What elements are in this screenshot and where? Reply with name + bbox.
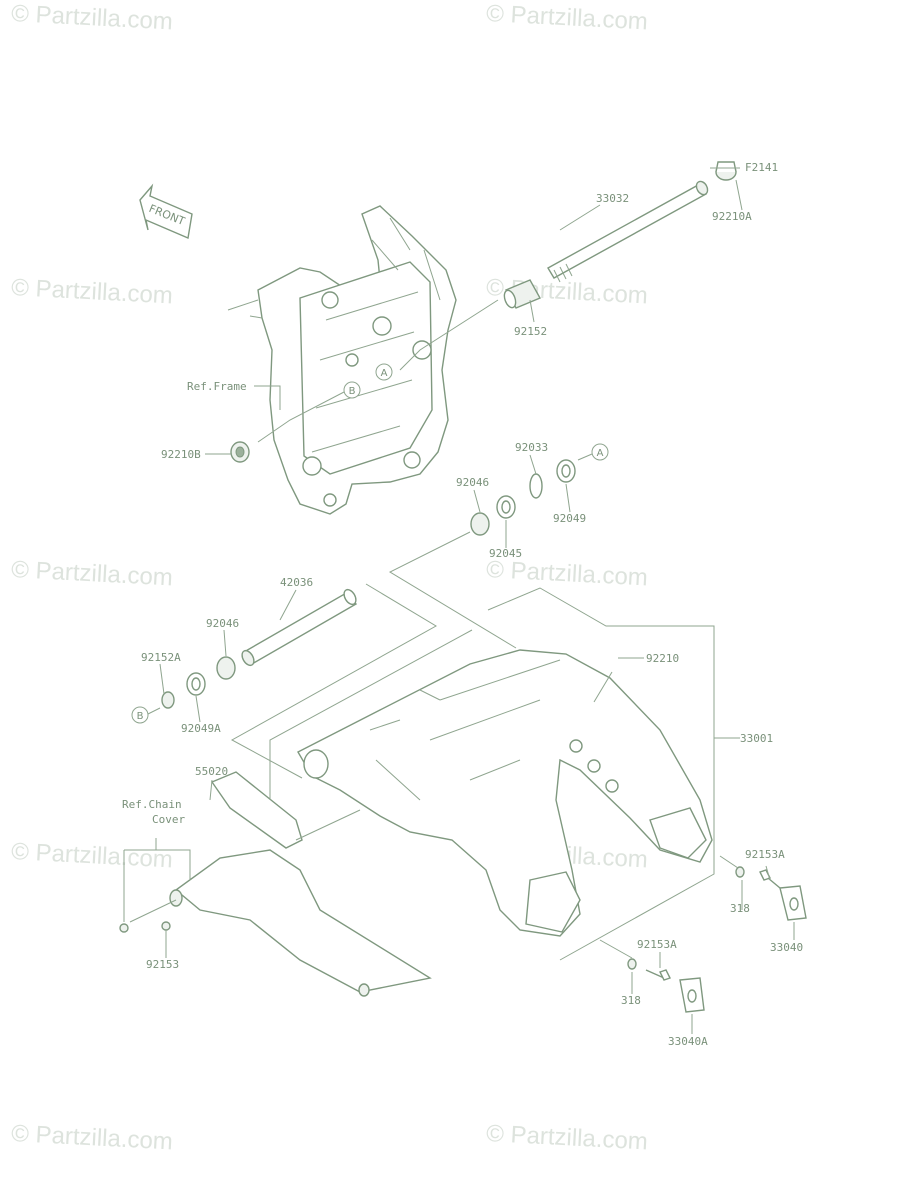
part-label-55020: 55020 — [195, 765, 228, 778]
bearing-group-upper — [470, 459, 576, 536]
part-label-92049A: 92049A — [181, 722, 221, 735]
part-label-92152A: 92152A — [141, 651, 181, 664]
leader-lines — [123, 167, 795, 1034]
part-label-33032: 33032 — [596, 192, 629, 205]
part-label-33001: 33001 — [740, 732, 773, 745]
bearing-group-lower — [161, 656, 236, 709]
part-label-92046: 92046 — [206, 617, 239, 630]
bolts — [119, 866, 807, 1013]
part-label-92210A: 92210A — [712, 210, 752, 223]
ref-chain-cover-label-1: Ref.Chain — [122, 798, 182, 811]
part-label-92210: 92210 — [646, 652, 679, 665]
front-arrow-icon: FRONT — [139, 183, 193, 239]
svg-text:A: A — [381, 368, 388, 379]
part-label-318-2: 318 — [621, 994, 641, 1007]
part-label-92152: 92152 — [514, 325, 547, 338]
svg-text:B: B — [137, 711, 144, 722]
part-label-92153A-1: 92153A — [745, 848, 785, 861]
part-label-42036: 42036 — [280, 576, 313, 589]
marker-b-frame: B — [343, 381, 361, 399]
cap-92210B — [230, 441, 250, 463]
pivot-shaft — [547, 180, 709, 283]
frame-drawing — [227, 205, 457, 515]
ref-chain-cover-label-2: Cover — [152, 813, 185, 826]
ref-frame-label: Ref.Frame — [187, 380, 247, 393]
part-label-92153A-2: 92153A — [637, 938, 677, 951]
chain-cover-drawing — [169, 771, 432, 997]
collar-92152 — [503, 279, 541, 309]
part-label-92153: 92153 — [146, 958, 179, 971]
marker-a-frame: A — [375, 363, 393, 381]
part-label-33040: 33040 — [770, 941, 803, 954]
cap-92210A — [715, 161, 737, 181]
part-label-318-1: 318 — [730, 902, 750, 915]
part-label-92046-upper: 92046 — [456, 476, 489, 489]
svg-text:A: A — [597, 448, 604, 459]
marker-a-seal: A — [591, 443, 609, 461]
swingarm-drawing — [297, 649, 713, 937]
part-label-92045: 92045 — [489, 547, 522, 560]
sleeve-42036 — [241, 588, 357, 667]
part-label-92033: 92033 — [515, 441, 548, 454]
figure-code: F2141 — [745, 161, 778, 174]
marker-b-bearing: B — [131, 706, 149, 724]
svg-text:B: B — [349, 386, 356, 397]
part-label-92049: 92049 — [553, 512, 586, 525]
part-label-33040A: 33040A — [668, 1035, 708, 1048]
part-label-92210B: 92210B — [161, 448, 201, 461]
